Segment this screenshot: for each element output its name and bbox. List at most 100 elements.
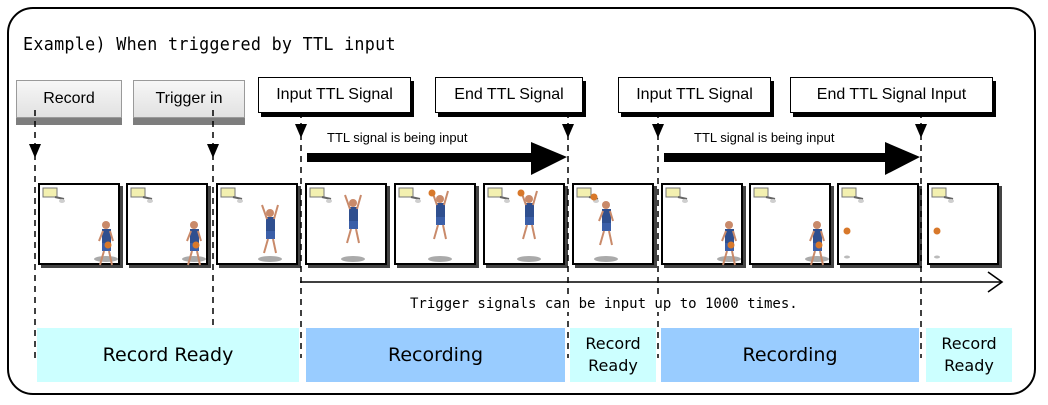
- basketball-icon: [727, 241, 735, 249]
- player-head-icon: [813, 221, 821, 229]
- end-ttl-down-arrow-2: [915, 124, 927, 138]
- player-arm-icon: [186, 230, 192, 242]
- player-shorts-icon: [266, 231, 275, 239]
- net-icon: [682, 199, 688, 203]
- net-icon: [59, 199, 65, 203]
- end-ttl-signal-input-box: End TTL Signal Input: [790, 77, 993, 113]
- player-shorts-icon: [436, 217, 445, 225]
- basketball-icon: [933, 227, 941, 235]
- rim-icon: [943, 196, 954, 200]
- player-arm-icon: [98, 230, 104, 242]
- input-ttl-down-arrow-1: [295, 124, 307, 138]
- input-ttl-signal-box-2: Input TTL Signal: [618, 77, 771, 113]
- player-leg-icon: [187, 250, 193, 266]
- record-button[interactable]: Record: [16, 80, 122, 118]
- player-shorts-icon: [525, 217, 534, 225]
- player-head-icon: [602, 201, 610, 209]
- end-ttl-signal-box: End TTL Signal: [435, 77, 583, 113]
- shadow-icon: [805, 256, 829, 262]
- player-leg-icon: [608, 230, 613, 246]
- net-icon: [415, 199, 421, 203]
- player-body-icon: [525, 203, 534, 217]
- player-leg-icon: [272, 238, 277, 254]
- player-leg-icon: [599, 230, 605, 246]
- player-body-icon: [725, 229, 734, 243]
- timeline-arrow: [300, 271, 1004, 293]
- basketball-icon: [517, 189, 525, 197]
- ttl-arrowhead-1: [531, 142, 567, 175]
- player-arm-icon: [197, 230, 202, 242]
- player-leg-icon: [731, 250, 736, 266]
- shadow-icon: [341, 256, 365, 262]
- backboard-icon: [487, 187, 503, 198]
- backboard-icon: [665, 187, 681, 198]
- basketball-icon: [192, 241, 200, 249]
- backboard-icon: [841, 187, 857, 198]
- net-icon: [948, 199, 954, 203]
- player-body-icon: [102, 229, 111, 243]
- player-arm-icon: [109, 230, 114, 242]
- shadow-icon: [258, 256, 282, 262]
- shadow-icon: [844, 255, 850, 259]
- player-body-icon: [349, 207, 358, 221]
- zone-label-line2: Ready: [944, 356, 994, 375]
- backboard-icon: [130, 187, 146, 198]
- rim-icon: [142, 196, 153, 200]
- ttl-arrowhead-2: [885, 142, 920, 175]
- rim-icon: [677, 196, 688, 200]
- trigger-down-arrow: [207, 144, 219, 158]
- player-arm-icon: [344, 194, 351, 210]
- basketball-icon: [815, 241, 823, 249]
- player-shorts-icon: [602, 223, 611, 231]
- shadow-icon: [717, 256, 741, 262]
- player-body-icon: [602, 209, 611, 223]
- player-head-icon: [349, 199, 357, 207]
- net-icon: [237, 199, 243, 203]
- zone-recording-1: Recording: [306, 328, 565, 382]
- rim-icon: [765, 196, 776, 200]
- player-head-icon: [102, 221, 110, 229]
- player-arm-icon: [261, 204, 268, 220]
- backboard-icon: [576, 187, 592, 198]
- shadow-icon: [182, 256, 206, 262]
- net-icon: [326, 199, 332, 203]
- ttl-arrow-shaft-1: [307, 153, 533, 162]
- zone-label: Record Ready: [102, 344, 234, 366]
- player-arm-icon: [732, 230, 737, 242]
- backboard-icon: [931, 187, 947, 198]
- shadow-icon: [517, 256, 541, 262]
- rim-icon: [232, 196, 243, 200]
- player-leg-icon: [196, 250, 201, 266]
- player-head-icon: [190, 221, 198, 229]
- player-head-icon: [725, 221, 733, 229]
- backboard-icon: [309, 187, 325, 198]
- shadow-icon: [94, 256, 118, 262]
- player-arm-icon: [532, 190, 538, 206]
- player-arm-icon: [721, 230, 727, 242]
- net-icon: [147, 199, 153, 203]
- zone-label-line1: Record: [941, 334, 997, 353]
- shadow-icon: [428, 256, 452, 262]
- player-body-icon: [266, 217, 275, 231]
- player-leg-icon: [810, 250, 816, 266]
- zone-label: Recording: [742, 344, 838, 366]
- player-body-icon: [436, 203, 445, 217]
- zone-label-line2: Ready: [588, 356, 638, 375]
- backboard-icon: [398, 187, 414, 198]
- player-body-icon: [813, 229, 822, 243]
- player-arm-icon: [443, 190, 449, 206]
- basketball-icon: [590, 193, 598, 201]
- ttl-flow-label-2: TTL signal is being input: [694, 130, 835, 145]
- player-head-icon: [266, 209, 274, 217]
- timeline-note: Trigger signals can be input up to 1000 …: [408, 296, 800, 312]
- zone-record-ready: Record Ready: [37, 328, 299, 382]
- player-leg-icon: [522, 224, 528, 240]
- rim-icon: [321, 196, 332, 200]
- trigger-in-button[interactable]: Trigger in: [133, 80, 245, 118]
- basketball-icon: [428, 189, 436, 197]
- zone-record-ready-2: Record Ready: [570, 328, 656, 382]
- ttl-arrow-shaft-2: [664, 153, 887, 162]
- basketball-icon: [104, 241, 112, 249]
- player-arm-icon: [609, 210, 614, 222]
